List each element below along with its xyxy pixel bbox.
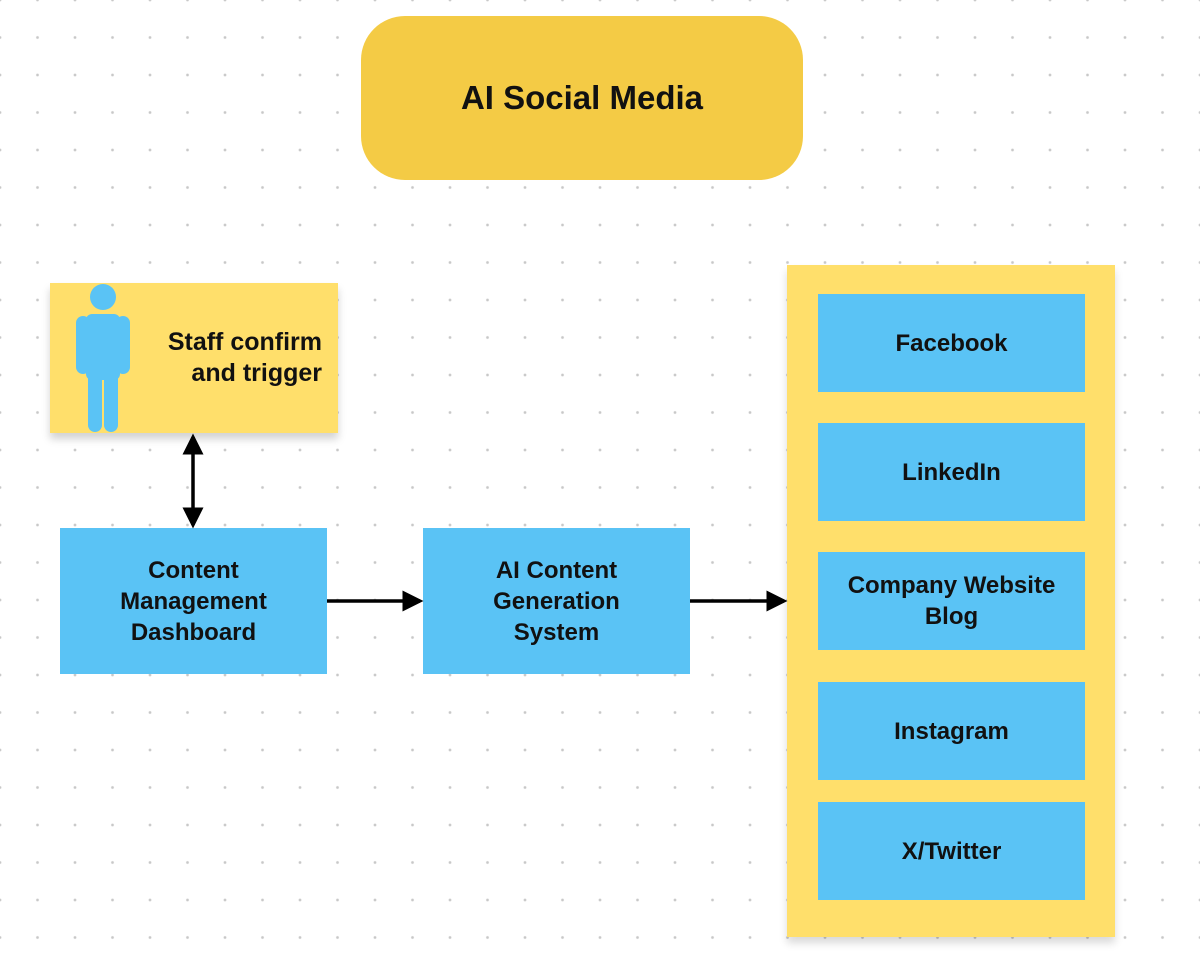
platform-instagram[interactable]: Instagram [818,682,1085,780]
platform-x-twitter[interactable]: X/Twitter [818,802,1085,900]
platforms-container[interactable]: Facebook LinkedIn Company Website Blog I… [787,265,1115,937]
person-icon [76,284,130,432]
platform-company-website-blog[interactable]: Company Website Blog [818,552,1085,650]
diagram-title-node[interactable]: AI Social Media [361,16,803,180]
content-management-dashboard-node[interactable]: Content Management Dashboard [60,528,327,674]
platform-linkedin[interactable]: LinkedIn [818,423,1085,521]
platform-facebook[interactable]: Facebook [818,294,1085,392]
ai-content-generation-system-node[interactable]: AI Content Generation System [423,528,690,674]
actor-label: Staff confirm and trigger [167,328,322,387]
diagram-title: AI Social Media [460,79,704,116]
